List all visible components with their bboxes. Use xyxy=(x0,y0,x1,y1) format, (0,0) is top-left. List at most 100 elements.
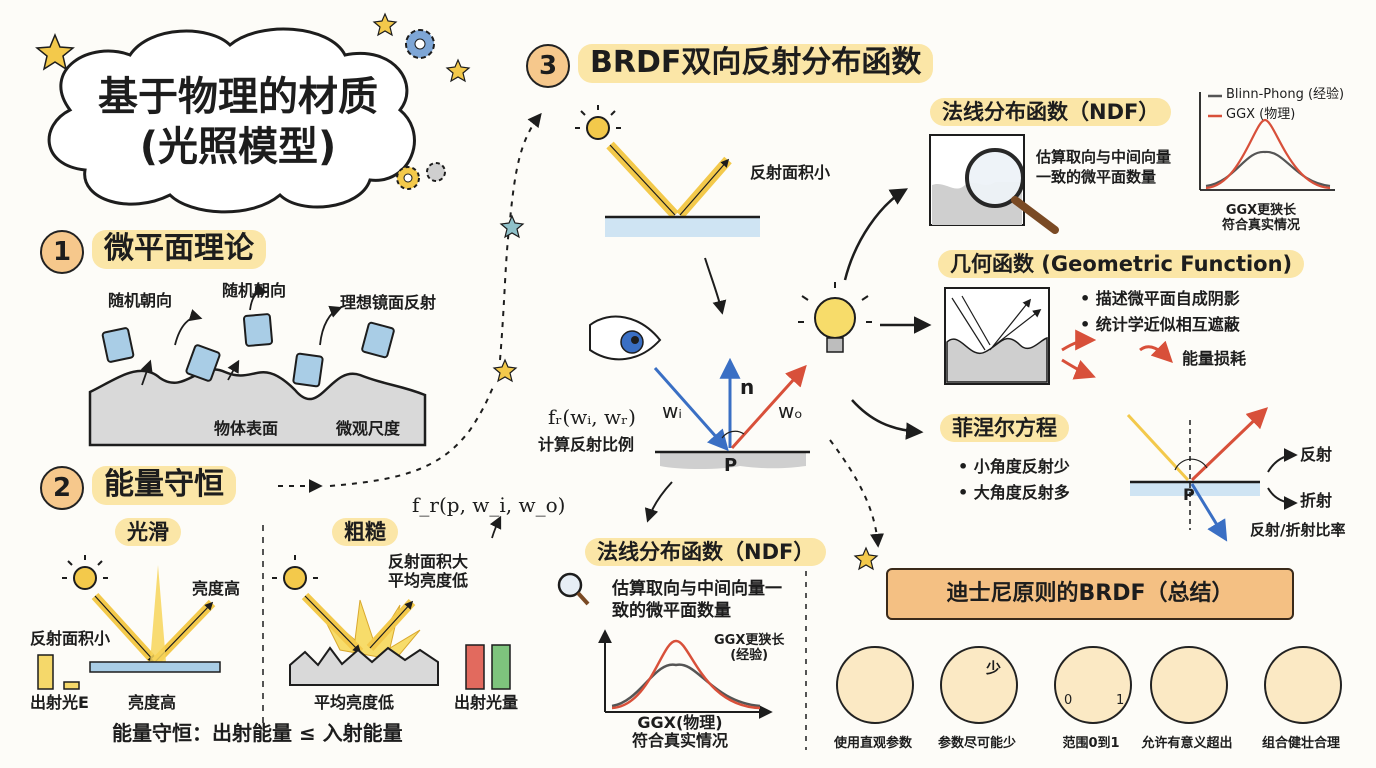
ndf-top-desc-line2: 一致的微平面数量 xyxy=(1036,167,1157,186)
ndf-bottom-desc: 估算取向与中间向量一 致的微平面数量 xyxy=(612,578,782,622)
smooth-title: 光滑 xyxy=(115,518,181,547)
label-micro-scale: 微观尺度 xyxy=(336,419,401,438)
ndf-bottom-desc-line1: 估算取向与中间向量一 xyxy=(612,579,782,599)
disney-label-5: 组合健壮合理 xyxy=(1261,736,1340,751)
magnifier-icon xyxy=(557,572,590,606)
label-large-area: 反射面积大 平均亮度低 xyxy=(388,552,468,590)
badge-range xyxy=(1054,646,1132,724)
fresnel-refract-label: 折射 xyxy=(1300,491,1333,510)
range-max: 1 xyxy=(1116,693,1125,708)
rough-title: 粗糙 xyxy=(332,518,398,547)
fresnel-bullet-1: • 小角度反射少 xyxy=(958,457,1070,476)
range-min: 0 xyxy=(1064,693,1073,708)
lightbulb-icon xyxy=(798,282,872,353)
microfacet-surface xyxy=(88,368,427,447)
label-ideal-mirror: 理想镜面反射 xyxy=(340,293,437,312)
section-2-number: 2 xyxy=(40,466,84,510)
sun-icon xyxy=(272,555,318,590)
few-params-glyph: 少 xyxy=(986,659,1002,677)
badge-few-params xyxy=(940,646,1018,724)
disney-label-2: 参数尽可能少 xyxy=(937,736,1016,751)
label-exit-e: 出射光E xyxy=(30,693,89,712)
rough-light-rays xyxy=(289,592,439,686)
small-reflection-diagram xyxy=(605,141,760,237)
geometric-title: 几何函数 (Geometric Function) xyxy=(938,250,1305,279)
label-reflect-small: 反射面积小 xyxy=(750,163,831,182)
main-title-line2: (光照模型) xyxy=(139,124,337,170)
star-icon xyxy=(35,33,75,71)
label-bright: 亮度高 xyxy=(192,579,241,598)
ndf-bottom-caption-line2: 符合真实情况 xyxy=(632,731,729,751)
label-brightness-high: 亮度高 xyxy=(128,693,177,712)
label-object-surface: 物体表面 xyxy=(214,419,279,438)
label-large-area-line1: 反射面积大 xyxy=(388,552,469,571)
star-icon xyxy=(372,12,398,37)
ndf-bottom-title: 法线分布函数（NDF） xyxy=(585,538,827,567)
ndf-top-plot xyxy=(1199,92,1335,191)
vector-n-label: n xyxy=(740,375,755,399)
fresnel-bullet-2: • 大角度反射多 xyxy=(958,483,1070,502)
geometric-illustration xyxy=(944,287,1050,385)
label-random-orientation-2: 随机朝向 xyxy=(222,281,287,300)
title-cloud xyxy=(47,27,416,214)
star-icon xyxy=(492,358,518,383)
star-icon xyxy=(445,58,471,83)
energy-loss-arrows xyxy=(1061,329,1173,380)
fresnel-title: 菲涅尔方程 xyxy=(940,414,1069,443)
main-title: 基于物理的材质 (光照模型) xyxy=(88,72,388,172)
badge-sliders xyxy=(836,646,914,724)
ndf-top-note: GGX更狭长 符合真实情况 xyxy=(1222,203,1301,234)
section-2-title: 能量守恒 xyxy=(92,466,236,505)
legend-ggx: GGX (物理) xyxy=(1226,107,1296,122)
label-small-area: 反射面积小 xyxy=(30,629,111,648)
geometric-bullet-1: • 描述微平面自成阴影 xyxy=(1080,289,1240,308)
brdf-vector-diagram xyxy=(653,357,810,469)
ndf-bottom-desc-line2: 致的微平面数量 xyxy=(612,601,731,622)
point-p-label: P xyxy=(724,455,738,476)
ndf-bottom-plot xyxy=(598,629,773,719)
disney-label-3: 范围0到1 xyxy=(1062,736,1120,751)
fresnel-diagram xyxy=(1126,407,1298,542)
disney-banner: 迪士尼原则的BRDF（总结） xyxy=(886,568,1294,620)
sun-icon xyxy=(575,105,621,140)
label-exit-amount: 出射光量 xyxy=(454,693,519,712)
ndf-bottom-note-line2: (经验) xyxy=(730,647,769,663)
ndf-bottom-note-line1: GGX更狭长 xyxy=(714,633,785,648)
energy-rule: 能量守恒：出射能量 ≤ 入射能量 xyxy=(112,721,403,745)
ndf-bottom-caption: GGX(物理) 符合真实情况 xyxy=(632,713,729,751)
sun-icon xyxy=(62,555,108,590)
gear-icon xyxy=(405,29,435,59)
vector-wi-label: wᵢ xyxy=(662,399,682,423)
ndf-top-note-line2: 符合真实情况 xyxy=(1222,217,1301,233)
section-1-title: 微平面理论 xyxy=(92,230,266,269)
gear-icon xyxy=(396,166,420,190)
legend-blinn-phong: Blinn-Phong (经验) xyxy=(1226,87,1345,102)
section-3-number: 3 xyxy=(526,44,570,88)
fr-label: fᵣ(wᵢ, wᵣ) xyxy=(548,405,636,429)
microfacet-mirror-icon xyxy=(101,313,395,388)
formula-fr-p: f_r(p, w_i, w_o) xyxy=(412,493,566,517)
eye-icon xyxy=(589,315,662,361)
rough-bar-chart xyxy=(465,644,511,690)
ndf-top-illustration xyxy=(929,134,1059,234)
fresnel-reflect-label: 反射 xyxy=(1300,445,1333,464)
disney-label-1: 使用直观参数 xyxy=(833,736,912,751)
ndf-top-title: 法线分布函数（NDF） xyxy=(930,98,1172,127)
smooth-bar-chart xyxy=(37,654,80,690)
star-icon xyxy=(499,214,525,239)
energy-loss-label: 能量损耗 xyxy=(1182,349,1247,368)
ndf-top-desc: 估算取向与中间向量 一致的微平面数量 xyxy=(1036,148,1171,187)
main-title-line1: 基于物理的材质 xyxy=(98,74,378,120)
ndf-bottom-note: GGX更狭长 (经验) xyxy=(714,633,785,664)
label-random-orientation-1: 随机朝向 xyxy=(108,291,173,310)
ndf-top-note-line1: GGX更狭长 xyxy=(1225,203,1297,218)
vector-wo-label: wₒ xyxy=(778,399,803,423)
star-icon xyxy=(853,546,879,571)
ndf-top-desc-line1: 估算取向与中间向量 xyxy=(1036,148,1172,166)
fresnel-ratio-label: 反射/折射比率 xyxy=(1250,521,1346,539)
disney-label-4: 允许有意义超出 xyxy=(1141,736,1233,751)
label-large-area-line2: 平均亮度低 xyxy=(388,571,469,591)
geometric-bullet-2: • 统计学近似相互遮蔽 xyxy=(1080,315,1240,334)
gear-icon xyxy=(426,162,446,182)
label-avg-brightness: 平均亮度低 xyxy=(314,693,395,712)
